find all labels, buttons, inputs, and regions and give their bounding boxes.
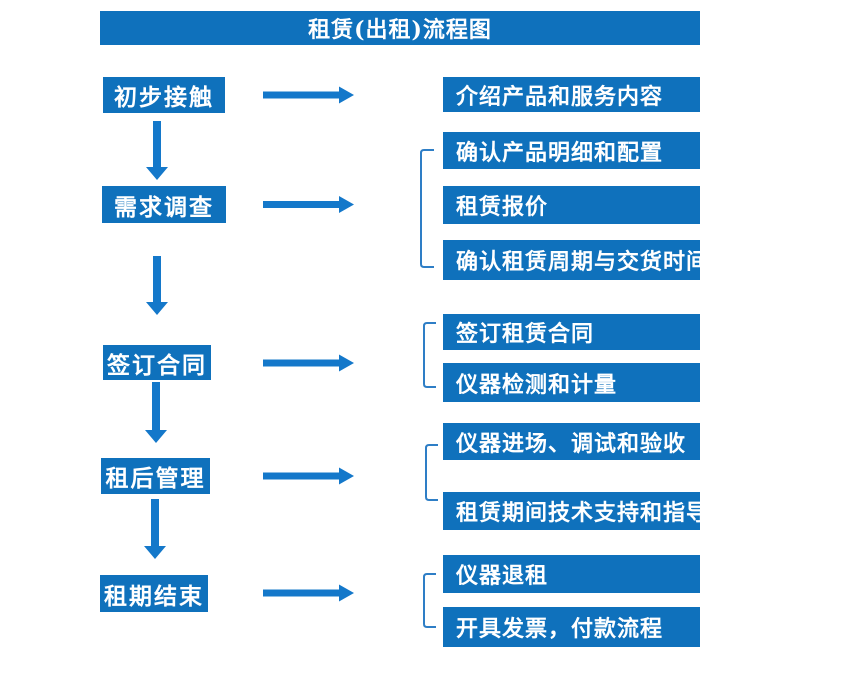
- detail-label: 仪器进场、调试和验收: [456, 430, 687, 457]
- arrow-down-icon-1: [146, 121, 168, 180]
- detail-box-confirm-product-details: 确认产品明细和配置: [443, 132, 700, 169]
- detail-box-technical-support: 租赁期间技术支持和指导: [443, 492, 708, 530]
- detail-label: 仪器退租: [456, 563, 549, 589]
- arrow-right-icon-step4: [263, 467, 354, 485]
- detail-label: 租赁报价: [456, 194, 549, 220]
- bracket-group-4: [425, 444, 438, 501]
- detail-label: 仪器检测和计量: [456, 371, 618, 398]
- arrow-down-icon-4: [144, 499, 166, 559]
- arrow-right-icon-step5: [263, 584, 354, 602]
- detail-box-introduce-products: 介绍产品和服务内容: [443, 77, 700, 112]
- detail-box-invoice-payment: 开具发票，付款流程: [443, 607, 700, 647]
- arrow-right-icon-step2: [263, 196, 354, 213]
- detail-box-instrument-return: 仪器退租: [443, 555, 700, 593]
- step-box-rental-end: 租期结束: [100, 575, 208, 612]
- detail-box-instrument-entry-acceptance: 仪器进场、调试和验收: [443, 423, 700, 460]
- step-box-initial-contact: 初步接触: [103, 77, 225, 113]
- detail-box-rental-quote: 租赁报价: [443, 186, 700, 224]
- step-box-sign-contract: 签订合同: [103, 345, 211, 380]
- bracket-group-5: [423, 573, 436, 628]
- step-label: 租期结束: [104, 582, 204, 610]
- step-label: 租后管理: [105, 465, 206, 492]
- detail-box-confirm-rental-period: 确认租赁周期与交货时间: [443, 240, 708, 280]
- step-box-demand-survey: 需求调查: [102, 186, 226, 223]
- detail-box-instrument-inspection: 仪器检测和计量: [443, 363, 700, 402]
- flowchart-title: 租赁(出租)流程图: [308, 17, 492, 43]
- arrow-down-icon-3: [145, 382, 167, 443]
- step-label: 需求调查: [114, 193, 214, 221]
- detail-box-sign-rental-contract: 签订租赁合同: [443, 314, 700, 350]
- arrow-right-icon-step1: [263, 86, 354, 104]
- detail-label: 确认产品明细和配置: [456, 139, 664, 166]
- step-label: 初步接触: [114, 84, 214, 111]
- detail-label: 签订租赁合同: [456, 321, 595, 347]
- flowchart-title-bar: 租赁(出租)流程图: [100, 11, 700, 45]
- detail-label: 租赁期间技术支持和指导: [456, 500, 710, 526]
- arrow-down-icon-2: [146, 256, 168, 315]
- step-label: 签订合同: [107, 351, 207, 379]
- detail-label: 介绍产品和服务内容: [456, 83, 664, 110]
- detail-label: 开具发票，付款流程: [456, 616, 664, 642]
- detail-label: 确认租赁周期与交货时间: [456, 249, 710, 275]
- bracket-group-3: [423, 322, 436, 388]
- bracket-group-2: [420, 149, 434, 268]
- arrow-right-icon-step3: [263, 354, 354, 372]
- step-box-post-rental-management: 租后管理: [101, 458, 210, 494]
